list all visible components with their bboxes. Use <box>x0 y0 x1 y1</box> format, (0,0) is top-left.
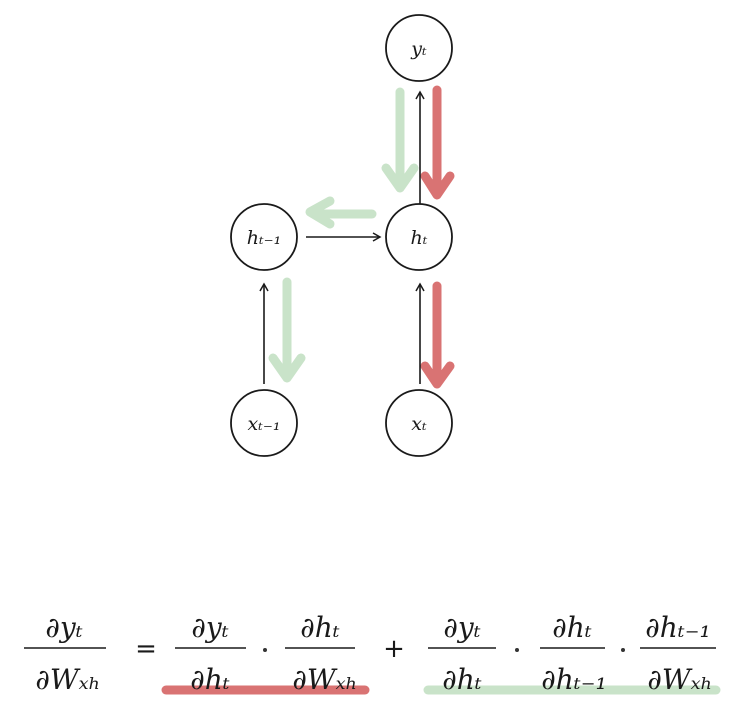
red-arrow-ht-to-xt <box>420 281 455 389</box>
multiply-dot <box>515 648 519 652</box>
node-ht-label: hₜ <box>411 227 428 249</box>
fraction-t2c: ∂hₜ₋₁ ∂Wₓₕ <box>640 611 716 696</box>
node-xprev-label: xₜ₋₁ <box>247 413 280 435</box>
green-arrow-ht-to-hprev <box>305 196 377 229</box>
multiply-dot <box>263 648 267 652</box>
fraction-t1a: ∂yₜ ∂hₜ <box>175 611 246 696</box>
multiply-dot <box>621 648 625 652</box>
t2c-numerator: ∂hₜ₋₁ <box>645 611 710 644</box>
node-hprev-label: hₜ₋₁ <box>247 227 282 249</box>
lhs-numerator: ∂yₜ <box>45 611 82 644</box>
fraction-t2b: ∂hₜ ∂hₜ₋₁ <box>540 611 607 696</box>
fraction-lhs: ∂yₜ ∂Wₓₕ <box>24 611 106 696</box>
node-ht: hₜ <box>385 203 453 271</box>
t1a-numerator: ∂yₜ <box>191 611 228 644</box>
node-hprev: hₜ₋₁ <box>230 203 298 271</box>
equals-sign: = <box>135 634 157 664</box>
t1b-denominator: ∂Wₓₕ <box>292 663 357 696</box>
t1a-denominator: ∂hₜ <box>190 663 230 696</box>
green-arrow-yt-to-ht <box>381 87 419 193</box>
plus-sign: + <box>383 634 405 664</box>
node-xt: xₜ <box>385 389 453 457</box>
t2c-denominator: ∂Wₓₕ <box>647 663 712 696</box>
green-arrow-hprev-to-xprev <box>268 277 306 383</box>
fraction-t2a: ∂yₜ ∂hₜ <box>428 611 496 696</box>
fraction-t1b: ∂hₜ ∂Wₓₕ <box>285 611 358 696</box>
node-yt: yₜ <box>385 14 453 82</box>
node-xt-label: xₜ <box>411 413 427 435</box>
lhs-denominator: ∂Wₓₕ <box>35 663 100 696</box>
equation: ∂yₜ ∂Wₓₕ = ∂yₜ ∂hₜ ∂hₜ ∂Wₓₕ + ∂yₜ ∂hₜ ∂h… <box>24 611 716 696</box>
t1b-numerator: ∂hₜ <box>300 611 340 644</box>
t2a-numerator: ∂yₜ <box>443 611 480 644</box>
t2b-denominator: ∂hₜ₋₁ <box>541 663 606 696</box>
node-xprev: xₜ₋₁ <box>230 389 298 457</box>
node-yt-label: yₜ <box>410 38 427 60</box>
t2a-denominator: ∂hₜ <box>442 663 482 696</box>
t2b-numerator: ∂hₜ <box>552 611 592 644</box>
red-arrow-yt-to-ht <box>420 85 455 200</box>
